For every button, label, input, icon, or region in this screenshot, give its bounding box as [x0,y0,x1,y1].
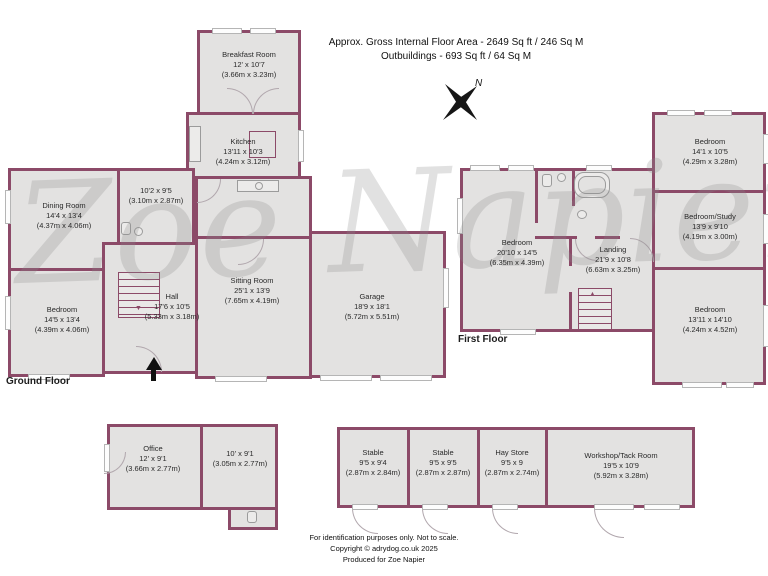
wall-partition [595,236,620,239]
floor-area-line1: Approx. Gross Internal Floor Area - 2649… [328,37,584,48]
fixture-icon [247,511,257,523]
room-label-store: 10' x 9'1(3.05m x 2.77m) [212,449,268,469]
stair-arrow-up-icon: ▲ [589,291,596,298]
stair-arrow-down-icon: ▼ [135,305,142,312]
window [644,504,680,510]
window [500,329,536,335]
room-bedroom-study [652,190,766,270]
entrance-arrow-icon [146,357,162,370]
window [28,374,70,380]
door-arc-icon [422,508,448,534]
window [5,296,11,330]
fixture-icon [189,126,201,162]
window [380,375,432,381]
fixture-icon [542,174,552,187]
room-first-floor-main [460,168,656,332]
window [682,382,722,388]
window [352,504,378,510]
door-arc-icon [492,508,518,534]
room-store [200,424,278,510]
fixture-icon [557,173,566,182]
window [586,165,612,171]
fixture-icon [255,182,263,190]
window [470,165,500,171]
window [763,305,768,347]
first-floor-label: First Floor [458,334,508,345]
window [320,375,372,381]
window [726,382,754,388]
room-stable2 [407,427,480,508]
wall-partition [569,292,572,332]
ground-floor-label: Ground Floor [6,376,70,387]
window [457,198,463,234]
window [443,268,449,308]
window [508,165,534,171]
entrance-arrow-stem [151,370,156,381]
room-dining [8,168,120,271]
wall-partition [572,171,575,206]
window [104,444,110,472]
wall-partition [535,171,538,223]
window [492,504,518,510]
fixture-icon [578,176,606,194]
fixture-icon [134,227,143,236]
staircase-first-icon [578,288,612,330]
disclaimer-footer: For identification purposes only. Not to… [0,533,768,566]
floor-area-header: Approx. Gross Internal Floor Area - 2649… [150,36,762,64]
window [704,110,732,116]
window [667,110,695,116]
footer-line1: For identification purposes only. Not to… [309,533,459,542]
staircase-ground-icon [118,272,160,318]
wall-partition [535,236,577,239]
window [594,504,634,510]
window [215,376,267,382]
footer-line3: Produced for Zoe Napier [342,554,426,564]
fixture-icon [121,222,131,235]
window [250,28,276,34]
window [298,130,304,162]
window [212,28,242,34]
window [422,504,448,510]
footer-line2: Copyright © adrydog.co.uk 2025 [330,543,438,553]
window [763,134,768,164]
wall-partition [569,236,572,266]
fixture-icon [577,210,587,219]
floor-area-line2: Outbuildings - 693 Sq ft / 64 Sq M [380,51,532,62]
door-arc-icon [352,508,378,534]
fixture-icon [249,131,276,158]
room-label-utility: 10'2 x 9'5(3.10m x 2.87m) [128,186,184,206]
window [763,214,768,244]
window [5,190,11,224]
compass-north-label: N [475,78,483,89]
compass-icon: N [443,78,483,120]
